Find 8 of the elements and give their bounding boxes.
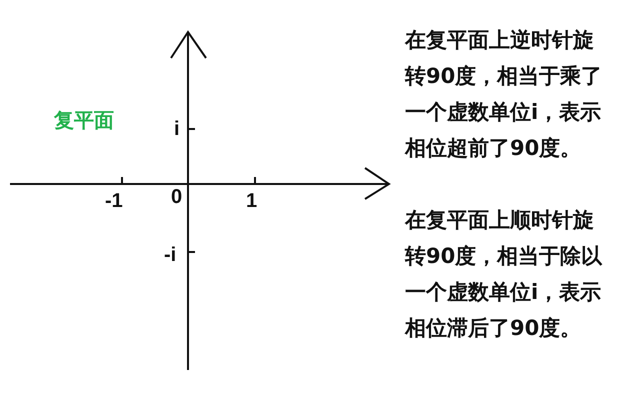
description-text: 在复平面上顺时针旋转90度，相当于除以一个虚数单位i，表示相位滞后了90度。 [405, 207, 604, 342]
description-text: 在复平面上逆时针旋转90度，相当于乘了一个虚数单位i，表示相位超前了90度。 [405, 27, 604, 162]
tick-label: -1 [105, 191, 123, 211]
tick-label: -i [164, 245, 176, 265]
tick-label: i [174, 119, 180, 139]
tick-label: 1 [246, 191, 258, 211]
tick-label: 0 [171, 187, 182, 207]
plane-label: 复平面 [54, 111, 114, 131]
